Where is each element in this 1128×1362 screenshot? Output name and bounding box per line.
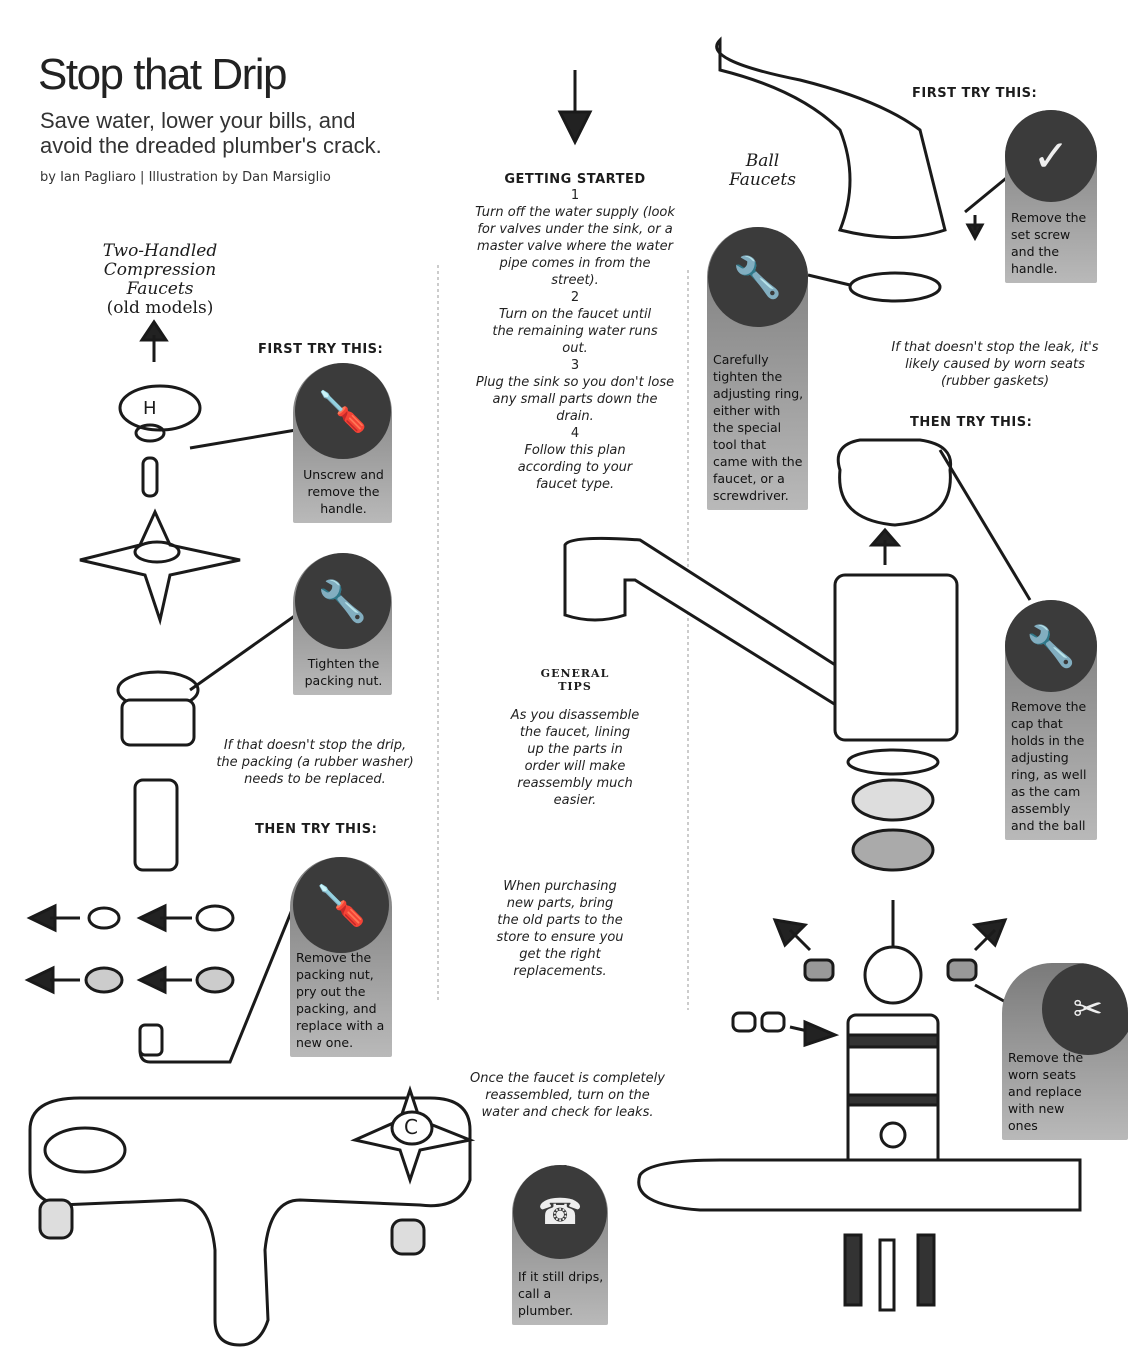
ball-note: If that doesn't stop the leak, it's like…	[891, 340, 1099, 389]
step-text: Turn on the faucet until the remaining w…	[492, 307, 658, 356]
card-call-plumber: ☎ If it still drips, call a plumber.	[512, 1165, 608, 1325]
tip-purchasing: When purchasing new parts, bring the old…	[496, 879, 624, 979]
card-replace-seats: ✂ Remove the worn seats and replace with…	[1002, 963, 1128, 1140]
phone-icon: ☎	[513, 1165, 607, 1259]
card-unscrew-handle: 🪛 Unscrew and remove the handle.	[293, 363, 392, 523]
card-text: Remove the worn seats and replace with n…	[1008, 1050, 1084, 1133]
step-number: 2	[570, 290, 580, 305]
heading-line: Two-Handled	[102, 241, 218, 261]
general-tips-title: GENERAL TIPS	[530, 667, 620, 693]
first-try-label: FIRST TRY THIS:	[912, 86, 1038, 101]
card-text: Tighten the packing nut.	[304, 656, 383, 688]
pliers-icon: ✂	[1042, 963, 1128, 1055]
compression-note: If that doesn't stop the drip, the packi…	[216, 738, 414, 787]
card-text: Remove the cap that holds in the adjusti…	[1011, 699, 1087, 833]
title-line: GENERAL	[540, 667, 610, 680]
step-text: Turn off the water supply (look for valv…	[475, 205, 675, 288]
card-remove-packing: 🪛 Remove the packing nut, pry out the pa…	[290, 857, 392, 1057]
page-title: Stop that Drip	[38, 50, 288, 99]
title-line: TIPS	[558, 680, 592, 693]
handle-c-label: C	[404, 1115, 418, 1139]
then-try-label: THEN TRY THIS:	[255, 822, 378, 837]
spanner-tool-icon: 🔧	[707, 227, 808, 327]
card-text: Remove the packing nut, pry out the pack…	[296, 950, 385, 1050]
wrench-icon: 🔧	[294, 553, 391, 649]
tip-disassemble: As you disassemble the faucet, lining up…	[510, 708, 640, 808]
card-tighten-packing-nut: 🔧 Tighten the packing nut.	[293, 553, 392, 695]
allen-wrench-icon: ✓	[1005, 110, 1097, 202]
card-tighten-adjusting-ring: 🔧 Carefully tighten the adjusting ring, …	[707, 227, 808, 510]
card-remove-set-screw: ✓ Remove the set screw and the handle.	[1005, 110, 1097, 283]
compression-heading: Two-Handled Compression Faucets (old mod…	[90, 242, 230, 318]
card-text: Remove the set screw and the handle.	[1011, 210, 1087, 276]
step-text: Follow this plan according to your fauce…	[517, 443, 633, 492]
step-number: 4	[570, 426, 580, 441]
subtitle: Save water, lower your bills, and avoid …	[40, 108, 382, 158]
ball-heading: Ball Faucets	[715, 152, 810, 190]
card-text: If it still drips, call a plumber.	[518, 1269, 604, 1318]
card-remove-cap: 🔧 Remove the cap that holds in the adjus…	[1005, 600, 1097, 840]
getting-started-title: GETTING STARTED	[504, 172, 646, 187]
wrench-icon: 🔧	[1005, 600, 1097, 692]
handle-h-label: H	[143, 398, 157, 419]
tip-reassembled: Once the faucet is completely reassemble…	[470, 1071, 665, 1120]
first-try-label: FIRST TRY THIS:	[258, 342, 384, 357]
heading-line: Faucets	[126, 279, 194, 299]
step-number: 3	[570, 358, 580, 373]
step-text: Plug the sink so you don't lose any smal…	[475, 375, 675, 424]
heading-line: Ball	[745, 151, 780, 171]
byline: by Ian Pagliaro | Illustration by Dan Ma…	[40, 170, 331, 185]
then-try-label: THEN TRY THIS:	[910, 415, 1033, 430]
screwdriver-icon: 🪛	[293, 857, 389, 953]
card-text: Unscrew and remove the handle.	[303, 467, 384, 516]
step-number: 1	[570, 188, 580, 203]
heading-line: Faucets	[729, 170, 796, 190]
subtitle-line: Save water, lower your bills, and	[40, 108, 356, 133]
card-text: Carefully tighten the adjusting ring, ei…	[713, 352, 804, 503]
subtitle-line: avoid the dreaded plumber's crack.	[40, 133, 382, 158]
screwdriver-icon: 🪛	[294, 363, 391, 459]
heading-line: (old models)	[106, 298, 214, 318]
heading-line: Compression	[103, 260, 217, 280]
